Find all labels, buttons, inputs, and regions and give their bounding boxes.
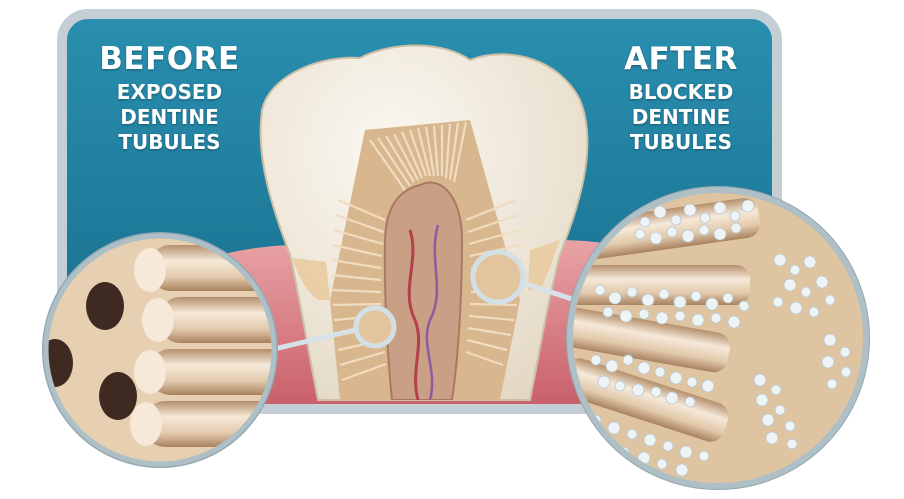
- open-tubule-hole: [99, 372, 137, 420]
- after-heading: AFTER: [606, 43, 756, 76]
- after-line-3: TUBULES: [606, 132, 756, 153]
- after-line-2: DENTINE: [606, 107, 756, 128]
- before-label-group: BEFORE EXPOSED DENTINE TUBULES: [82, 43, 257, 153]
- after-label-group: AFTER BLOCKED DENTINE TUBULES: [606, 43, 756, 153]
- before-line-2: DENTINE: [82, 107, 257, 128]
- open-tubule-hole: [134, 350, 166, 394]
- magnifier-marker-left: [356, 308, 394, 346]
- after-line-1: BLOCKED: [606, 82, 756, 103]
- pulp-chamber: [385, 182, 462, 400]
- before-line-3: TUBULES: [82, 132, 257, 153]
- magnifier-marker-right: [473, 252, 523, 302]
- open-tubule-hole: [86, 282, 124, 330]
- before-line-1: EXPOSED: [82, 82, 257, 103]
- before-heading: BEFORE: [82, 43, 257, 76]
- open-tubule-hole: [134, 248, 166, 292]
- open-tubule-hole: [142, 298, 174, 342]
- open-tubule-hole: [130, 402, 162, 446]
- tooth-cross-section: [261, 45, 588, 400]
